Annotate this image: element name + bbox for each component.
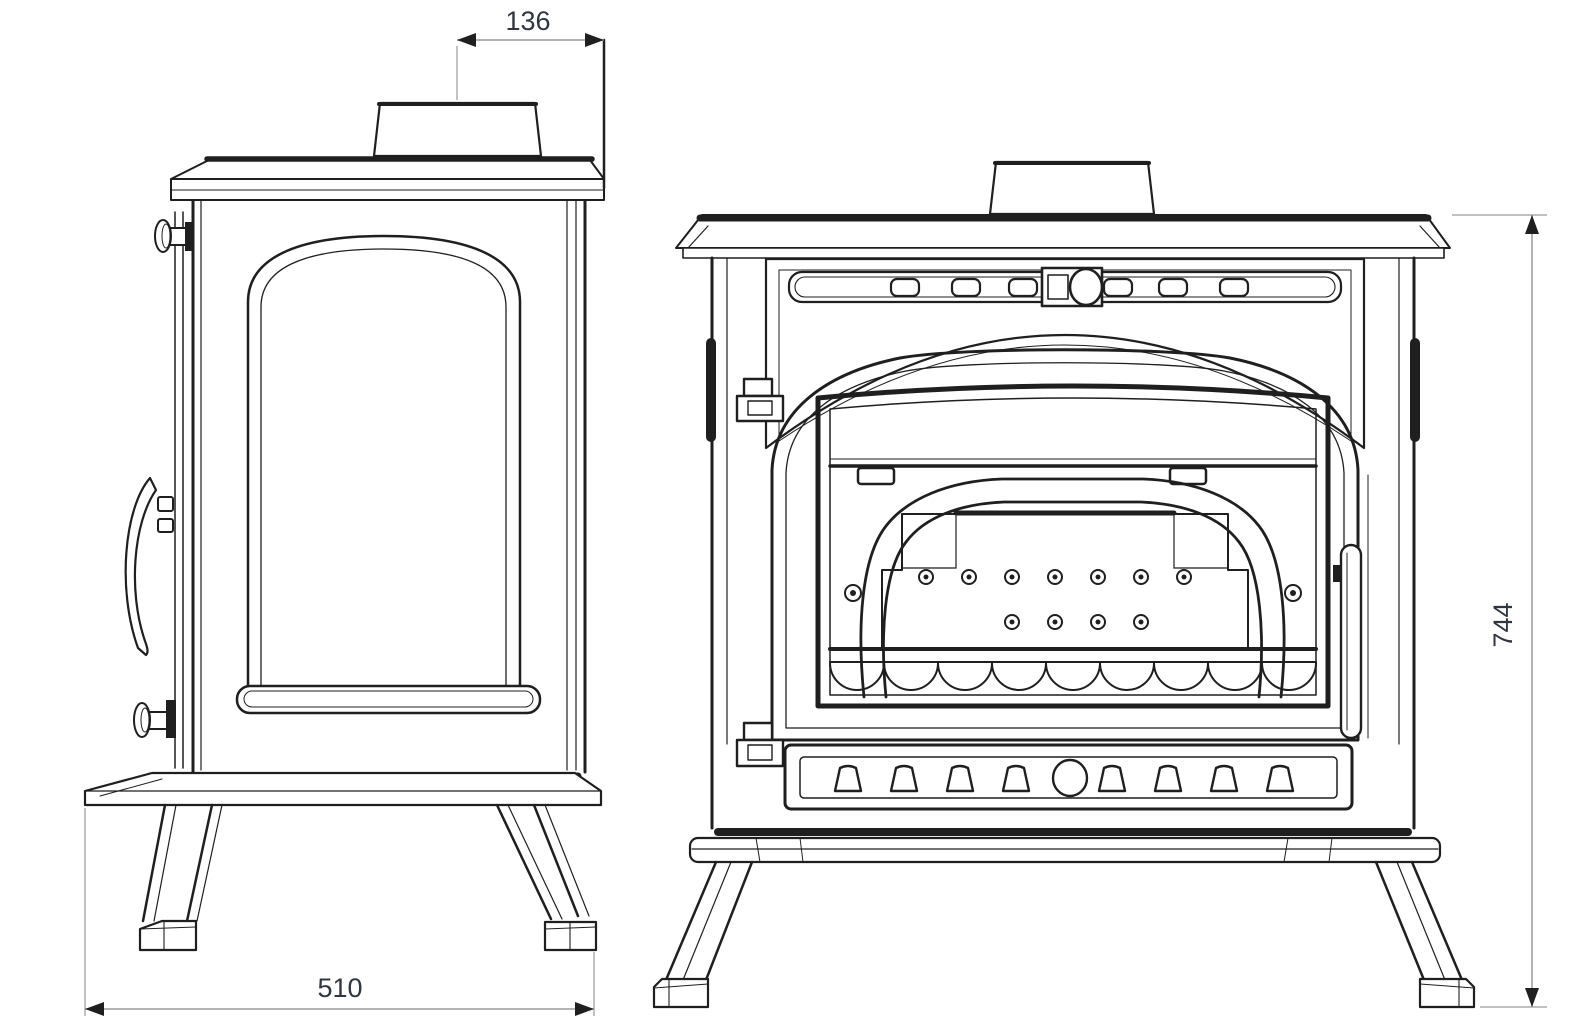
- front-grate-bar: [828, 647, 1318, 663]
- side-door-arch-panel: [235, 234, 542, 715]
- front-log-retainer-scallops: [829, 662, 1317, 691]
- dimension-height: 744: [1452, 214, 1547, 1008]
- side-top-latch-knob: [154, 219, 194, 253]
- front-side-screws: [844, 584, 1302, 602]
- front-ash-knob: [1051, 758, 1089, 798]
- dimension-depth: 510: [84, 808, 595, 1016]
- front-body: [706, 256, 1420, 830]
- front-top-plate: [675, 214, 1451, 259]
- dimension-label-height: 744: [1488, 602, 1518, 647]
- front-air-holes: [918, 569, 1192, 630]
- front-legs: [652, 860, 1476, 1009]
- front-hinge-top: [735, 377, 785, 423]
- front-ash-vent-slots: [833, 764, 1295, 793]
- dimension-label-flue-to-back: 136: [505, 6, 550, 36]
- side-door-handle: [124, 476, 174, 657]
- front-top-vent-panel: [764, 257, 1366, 450]
- front-log-guard: [859, 477, 1286, 699]
- front-fireback-plate: [881, 510, 1249, 650]
- front-hinge-bottom: [735, 721, 785, 768]
- front-base-plate: [688, 828, 1442, 864]
- side-flue-collar: [372, 101, 543, 158]
- front-firebox-interior: [828, 458, 1318, 699]
- front-view: [652, 160, 1476, 1009]
- side-top-plate: [170, 156, 605, 201]
- front-flue-collar: [988, 160, 1156, 216]
- side-bottom-latch-knob: [133, 700, 176, 738]
- dimension-flue-to-back: 136: [456, 6, 606, 190]
- front-window-frame: [815, 383, 1331, 709]
- side-legs: [138, 803, 598, 952]
- side-base-plate: [83, 771, 603, 807]
- front-ash-vent-panel: [783, 743, 1354, 811]
- side-view: [83, 101, 605, 952]
- front-air-slider-bar: [787, 266, 1343, 308]
- front-air-slider-knob: [1040, 266, 1104, 308]
- front-door-handle: [1333, 543, 1363, 740]
- dimension-label-depth: 510: [317, 973, 362, 1003]
